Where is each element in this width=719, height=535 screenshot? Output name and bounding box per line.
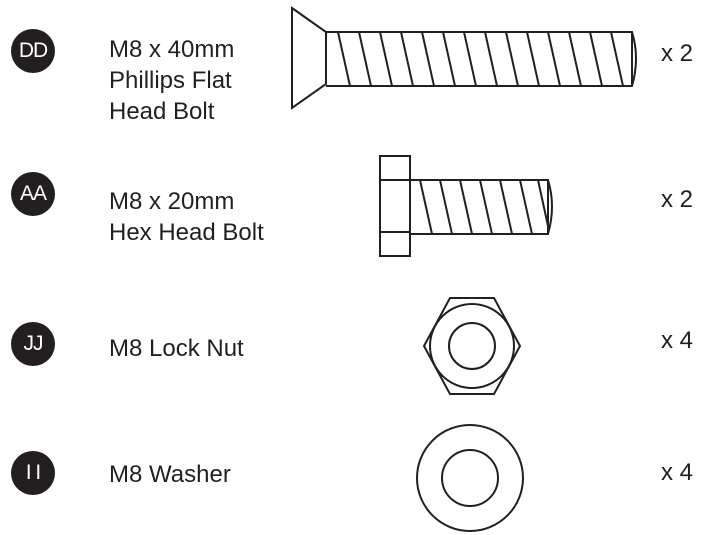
part-description-line: M8 Washer bbox=[109, 461, 231, 488]
part-id-badge: JJ bbox=[11, 322, 55, 366]
flat-head-bolt-icon bbox=[291, 6, 637, 110]
part-quantity: x 2 bbox=[661, 40, 694, 67]
part-description-line: Head Bolt bbox=[109, 98, 215, 125]
part-description: M8 Lock Nut bbox=[109, 333, 244, 364]
part-description-line: M8 x 40mm bbox=[109, 36, 235, 63]
part-description: M8 x 20mm Hex Head Bolt bbox=[109, 186, 264, 248]
part-quantity: x 2 bbox=[661, 186, 694, 213]
part-id-badge: AA bbox=[11, 172, 55, 216]
part-description: M8 x 40mm Phillips Flat Head Bolt bbox=[109, 34, 234, 127]
part-id-badge: DD bbox=[11, 29, 55, 73]
part-description-line: M8 Lock Nut bbox=[109, 335, 244, 362]
part-description-line: M8 x 20mm bbox=[109, 188, 235, 215]
hex-head-bolt-icon bbox=[379, 155, 553, 257]
part-quantity: x 4 bbox=[661, 327, 694, 354]
part-id-badge: I I bbox=[11, 451, 55, 495]
washer-icon bbox=[416, 424, 524, 532]
part-description-line: Hex Head Bolt bbox=[109, 219, 264, 246]
lock-nut-icon bbox=[422, 297, 522, 395]
part-description: M8 Washer bbox=[109, 459, 231, 490]
part-quantity: x 4 bbox=[661, 459, 694, 486]
part-description-line: Phillips Flat bbox=[109, 67, 232, 94]
